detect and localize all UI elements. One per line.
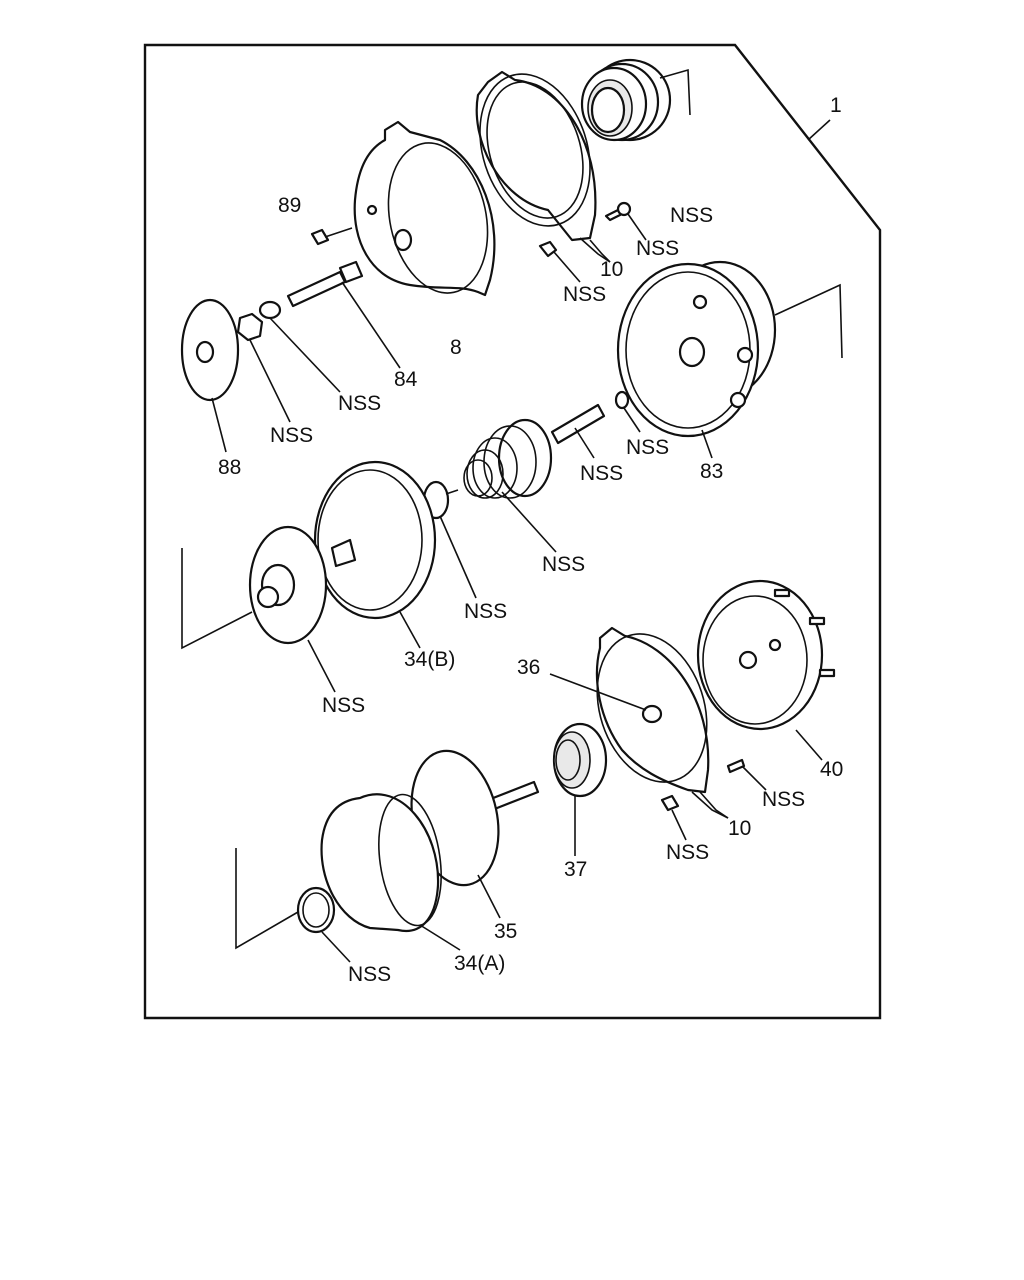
rear-housing-83 — [616, 260, 777, 438]
label-nss-screw-bottom: NSS — [762, 788, 805, 811]
label-assembly-1: 1 — [830, 94, 842, 117]
housing-34a — [320, 793, 442, 933]
label-8: 8 — [450, 336, 462, 359]
label-nss-spring: NSS — [542, 553, 585, 576]
label-37: 37 — [564, 858, 587, 881]
o-ring-small — [614, 390, 630, 410]
pin — [550, 403, 606, 445]
label-34b: 34(B) — [404, 648, 455, 671]
boot-seal — [580, 58, 672, 142]
label-nss-screw-top: NSS — [636, 237, 679, 260]
label-88: 88 — [218, 456, 241, 479]
label-nss-nut-top: NSS — [563, 283, 606, 306]
bolt-89 — [310, 228, 330, 246]
retainer-37 — [552, 722, 608, 798]
plate — [248, 525, 328, 645]
clamp-ring-top — [475, 70, 597, 242]
nut — [236, 312, 264, 342]
stud-84 — [286, 260, 364, 308]
nut-top — [538, 240, 558, 258]
label-nss-o-ring: NSS — [626, 436, 669, 459]
label-40: 40 — [820, 758, 843, 781]
label-nss-small-disc: NSS — [464, 600, 507, 623]
label-89: 89 — [278, 194, 301, 217]
label-nss-nut-bottom: NSS — [666, 841, 709, 864]
diagram-frame — [143, 43, 882, 1020]
label-36: 36 — [517, 656, 540, 679]
label-nss-pin: NSS — [580, 462, 623, 485]
nut-36 — [641, 704, 663, 724]
label-nss-boot: NSS — [670, 204, 713, 227]
front-housing-8 — [353, 120, 496, 297]
label-83: 83 — [700, 460, 723, 483]
label-84: 84 — [394, 368, 418, 391]
nut-bottom — [660, 794, 680, 812]
screw-bottom — [726, 758, 746, 774]
label-35: 35 — [494, 920, 517, 943]
label-10-top: 10 — [600, 258, 623, 281]
disc-88 — [180, 298, 240, 402]
washer — [258, 300, 282, 320]
label-10-bottom: 10 — [728, 817, 751, 840]
diaphragm-34b — [313, 460, 437, 620]
label-nss-seal-ring: NSS — [348, 963, 391, 986]
label-nss-nut: NSS — [270, 424, 313, 447]
label-34a: 34(A) — [454, 952, 505, 975]
spring — [463, 418, 553, 499]
label-nss-plate: NSS — [322, 694, 365, 717]
label-nss-washer: NSS — [338, 392, 381, 415]
chamber-40 — [696, 579, 836, 731]
